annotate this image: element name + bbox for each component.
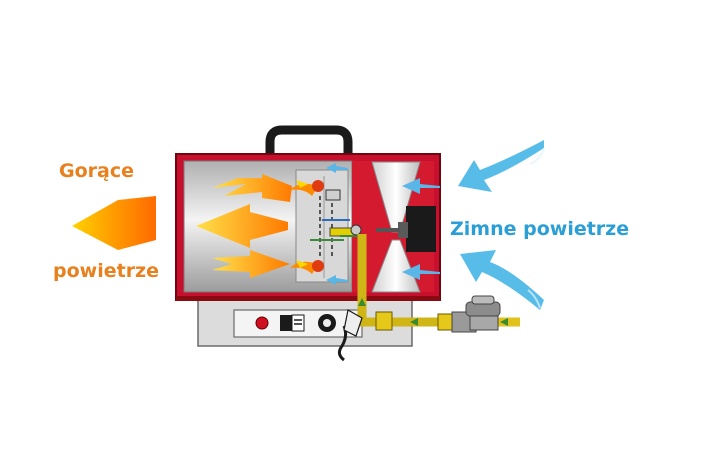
control-base xyxy=(197,297,413,347)
carry-handle xyxy=(265,125,353,156)
switch-panel xyxy=(280,314,305,332)
gas-valve-icon xyxy=(451,295,501,333)
cold-air-arrow-icon-lower xyxy=(460,250,544,310)
inner-airflow-arrows xyxy=(326,163,440,285)
cold-air-arrow-icon xyxy=(458,140,545,192)
hot-air-arrow-icon xyxy=(72,196,156,250)
fan-motor xyxy=(406,206,436,252)
hot-air-label-line2: powietrze xyxy=(53,260,160,282)
hot-air-label-line1: Gorące xyxy=(59,160,134,182)
burner-piping xyxy=(310,189,362,258)
cold-air-label: Zimne powietrze xyxy=(450,218,630,240)
power-button-icon[interactable] xyxy=(255,316,269,330)
thermostat-knob-icon[interactable] xyxy=(318,314,336,332)
power-cord xyxy=(337,309,363,362)
flame-arrows xyxy=(196,174,324,278)
